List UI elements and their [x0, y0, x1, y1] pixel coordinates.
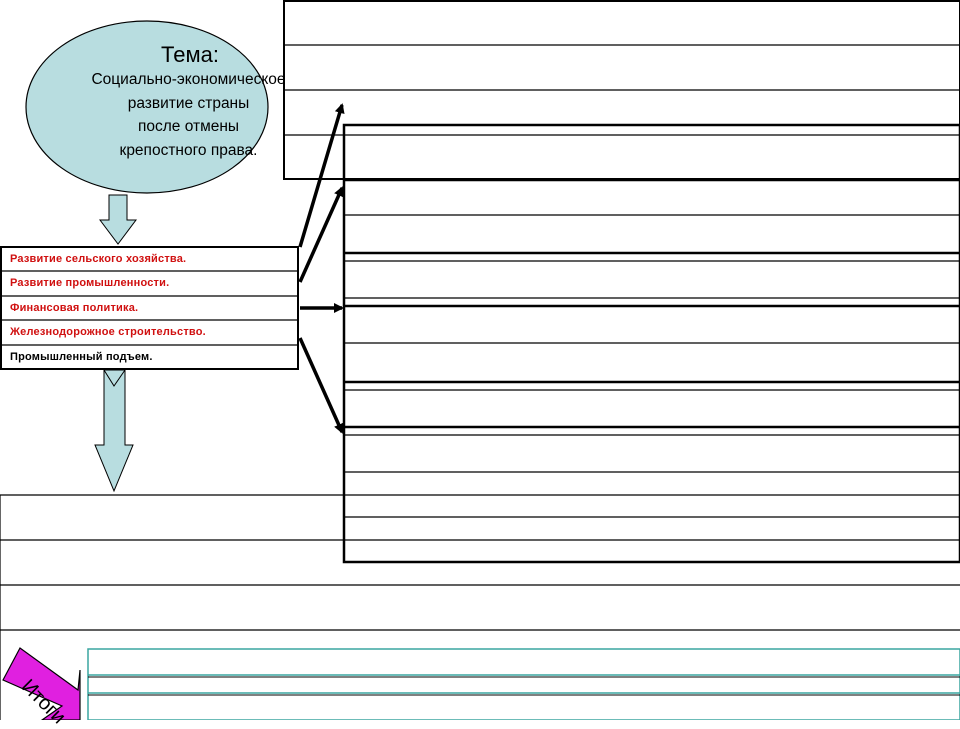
arrow-to-row-2	[298, 186, 344, 283]
bottom-table	[0, 494, 960, 720]
topic-line: крепостного права.	[119, 141, 258, 159]
list-item-finance: Финансовая политика.	[10, 302, 139, 314]
list-box	[0, 246, 299, 370]
right-table	[342, 123, 960, 564]
topic-line: развитие страны	[127, 94, 250, 112]
down-arrow-to-list	[99, 194, 137, 245]
down-arrow-to-results	[94, 369, 134, 493]
topic-heading: Тема:	[161, 42, 219, 67]
connector-arrows	[298, 103, 345, 434]
list-item-industrial-boom: Промышленный подъем.	[10, 351, 153, 363]
topic-line: после отмены	[137, 118, 240, 135]
topic-ellipse	[25, 20, 269, 194]
list-item-railways: Железнодорожное строительство.	[10, 326, 206, 338]
topic-line: Социально-экономическое	[91, 71, 286, 88]
list-item-industry: Развитие промышленности.	[10, 277, 170, 289]
summary-table	[87, 648, 960, 720]
top-table	[283, 0, 960, 180]
topic-text: Социально-экономическое развитие страны …	[66, 68, 311, 162]
list-item-agriculture: Развитие сельского хозяйства.	[10, 253, 187, 265]
arrow-to-row-5	[298, 337, 344, 434]
summary-table-inner-lines	[88, 676, 960, 696]
summary-arrow	[2, 647, 81, 720]
arrow-to-top-table	[298, 103, 345, 248]
